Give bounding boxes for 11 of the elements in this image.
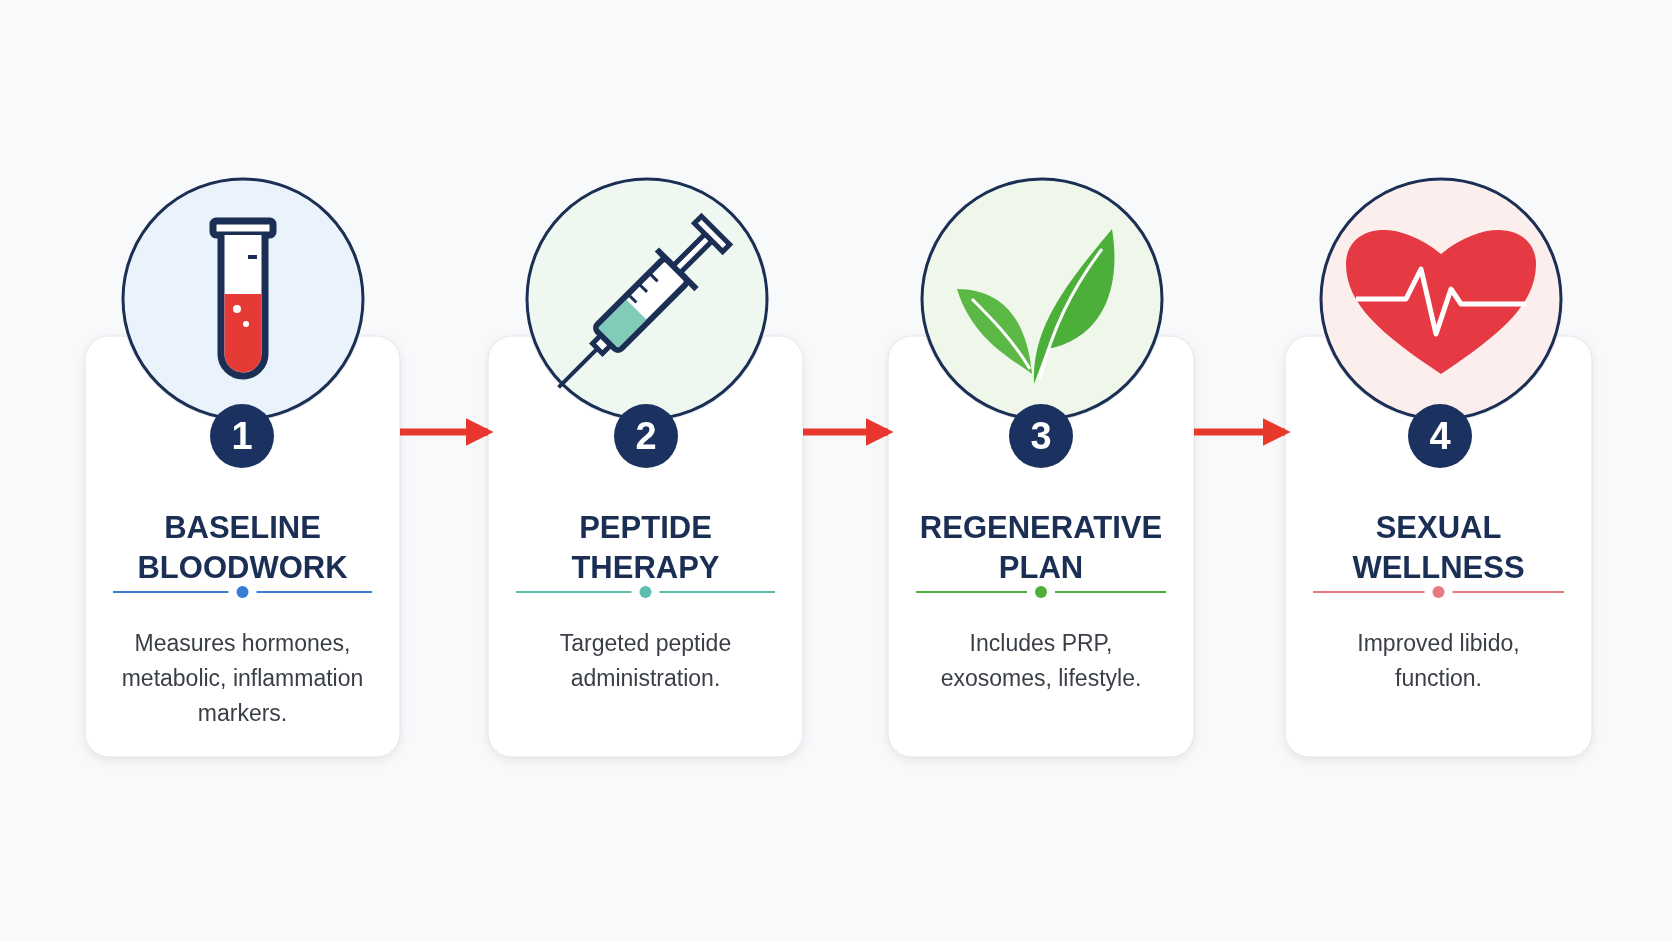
arrow — [1194, 418, 1291, 446]
step-title: REGENERATIVE PLAN — [918, 509, 1164, 587]
step-description: Includes PRP, exosomes, lifestyle. — [939, 629, 1143, 693]
step-title: BASELINE BLOODWORK — [136, 509, 349, 587]
arrow — [803, 418, 894, 446]
step-description: Improved libido, function. — [1356, 629, 1521, 693]
step-title: SEXUAL WELLNESS — [1351, 509, 1526, 587]
step-description: Targeted peptide administration. — [558, 629, 733, 693]
arrow — [400, 418, 494, 446]
step-title: PEPTIDE THERAPY — [570, 509, 721, 587]
step-description: Measures hormones, metabolic, inflammation markers. — [120, 629, 365, 728]
